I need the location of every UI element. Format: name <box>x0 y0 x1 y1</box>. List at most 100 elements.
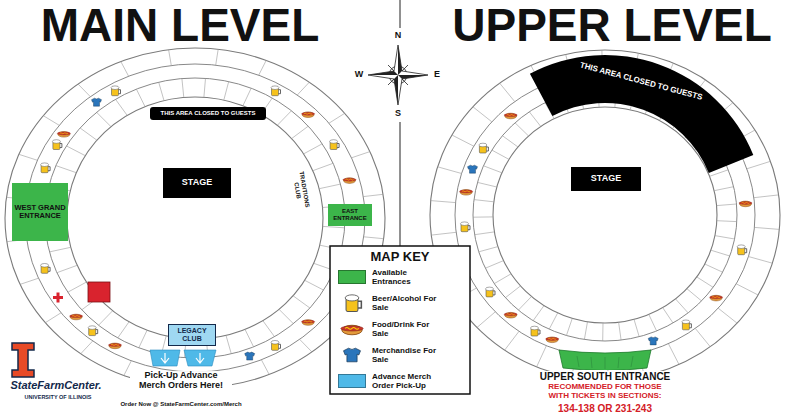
beer-icon <box>111 86 121 96</box>
sausage <box>108 344 121 347</box>
mustard <box>72 316 80 317</box>
mug-foam <box>479 143 487 147</box>
stair-lines <box>577 356 633 369</box>
shirt-icon <box>245 352 255 360</box>
section-divider <box>97 112 111 126</box>
sausage <box>343 178 356 181</box>
seating-ring <box>430 50 780 380</box>
beer-icon <box>461 222 471 232</box>
mug-handle <box>486 147 488 151</box>
legend-text: Beer/Alcohol For Sale <box>372 294 438 312</box>
mustard <box>60 133 68 134</box>
section-divider <box>717 220 737 222</box>
hotdog-icon <box>302 320 315 326</box>
sausage <box>302 320 315 323</box>
bun <box>58 132 70 138</box>
seating-ring <box>45 78 345 358</box>
level-title: MAIN LEVEL <box>41 2 320 48</box>
beer-icon <box>271 341 281 351</box>
mustard <box>111 344 119 345</box>
section-divider <box>518 297 531 311</box>
section-divider <box>323 226 345 227</box>
bun <box>710 295 722 301</box>
mug-foam <box>41 264 49 268</box>
legend-swatch <box>338 270 366 284</box>
section-divider <box>494 274 511 284</box>
stage-box: STAGE <box>571 167 641 191</box>
section-divider <box>515 123 529 136</box>
section-divider <box>505 286 520 298</box>
mustard <box>462 191 470 192</box>
section-divider <box>99 311 113 326</box>
section-divider <box>502 136 518 147</box>
beer-icon <box>737 245 747 255</box>
pickup-note: Pick-Up Advance Merch Orders Here! <box>130 371 232 391</box>
entrance-shape <box>557 348 653 370</box>
section-divider <box>505 331 519 350</box>
amenity-icons <box>41 86 753 362</box>
hotdog-icon <box>341 325 363 335</box>
section-divider <box>136 89 145 107</box>
seating-ring <box>25 64 365 372</box>
bun <box>344 178 356 184</box>
mug-handle <box>493 291 495 295</box>
mug-foam <box>111 86 119 90</box>
section-divider <box>313 163 333 170</box>
compass-letter: W <box>355 70 364 80</box>
divider-line <box>400 122 401 246</box>
hotdog-icon <box>70 314 83 320</box>
mug-foam <box>271 86 279 90</box>
section-divider <box>263 321 275 337</box>
mug-handle <box>48 167 50 171</box>
mug-handle <box>279 344 281 348</box>
compass-point <box>398 45 402 75</box>
hotdog-icon <box>546 337 559 343</box>
section-divider <box>438 167 462 174</box>
section-divider <box>121 62 129 77</box>
section-divider <box>139 330 147 348</box>
beer-icon <box>345 295 361 312</box>
bun <box>505 312 517 318</box>
beer-icon <box>88 326 98 336</box>
mustard <box>345 327 359 329</box>
bun <box>460 190 472 196</box>
section-divider <box>663 308 673 323</box>
compass-point <box>398 75 428 79</box>
mug-handle <box>538 330 540 334</box>
section-divider <box>352 152 370 158</box>
mug-foam <box>737 245 745 249</box>
entrance-fill <box>559 350 651 370</box>
section-divider <box>500 83 515 101</box>
divider-line <box>400 0 401 28</box>
compass-letter: S <box>395 109 401 119</box>
section-divider <box>277 111 291 126</box>
compass-letter: N <box>395 31 402 41</box>
section-divider <box>484 166 502 173</box>
section-divider <box>57 265 77 272</box>
order-note: Order Now @ StateFarmCenter.com/Merch <box>119 401 242 408</box>
mug-handle <box>337 144 339 148</box>
hotdog-icon <box>504 113 517 119</box>
mug-handle <box>358 301 361 308</box>
section-divider <box>431 201 456 203</box>
sausage <box>460 190 473 193</box>
compass-point <box>368 71 398 75</box>
bun <box>70 314 82 320</box>
mustard <box>507 314 515 315</box>
section-divider <box>697 277 713 287</box>
section-divider <box>297 82 309 95</box>
area-label: TRADITIONS CLUB <box>291 166 312 214</box>
hotdog-icon <box>710 295 723 301</box>
section-divider <box>169 50 172 66</box>
map-key-box <box>330 246 470 394</box>
seating-ring <box>493 107 717 323</box>
sausage <box>739 202 752 205</box>
section-divider <box>747 161 771 169</box>
section-numbers: 134-138 OR 231-243 <box>557 403 653 414</box>
pickup-arrow <box>161 353 169 363</box>
section-divider <box>20 278 38 284</box>
bun <box>505 113 517 119</box>
section-divider <box>549 313 558 329</box>
section-divider <box>224 82 229 101</box>
